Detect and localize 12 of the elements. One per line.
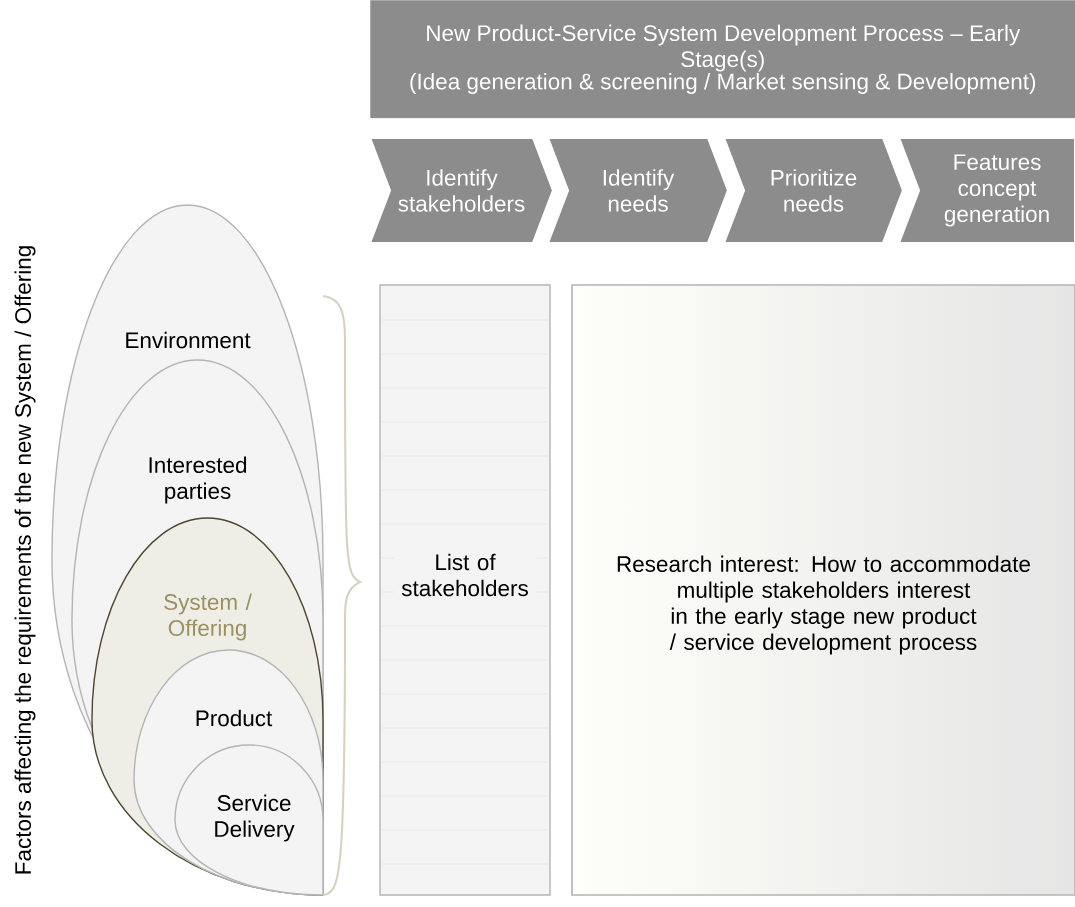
nested-oval: Service Delivery <box>174 744 324 896</box>
node-label: Interested parties <box>149 456 247 504</box>
chevron-step: Prioritize needs <box>722 136 905 245</box>
node-label: Environment <box>126 331 251 349</box>
title-box: New Product-Service System Development Process – Early Stage(s) (Idea generation & screening / Market sensing & Development) <box>370 0 1075 119</box>
chevron-step: Features concept generation <box>897 136 1075 245</box>
node-label: Service Delivery <box>215 794 295 842</box>
list-box: List of stakeholders <box>379 284 551 896</box>
research-box: Research interest: How to accommodate multiple stakeholders interest in the early stage new product / service development process <box>571 284 1075 896</box>
chevron-step: Identify needs <box>546 136 730 245</box>
side-label: Factors affecting the requirements of the new System / Offering <box>14 246 36 874</box>
chevron-step: Identify stakeholders <box>368 136 555 245</box>
